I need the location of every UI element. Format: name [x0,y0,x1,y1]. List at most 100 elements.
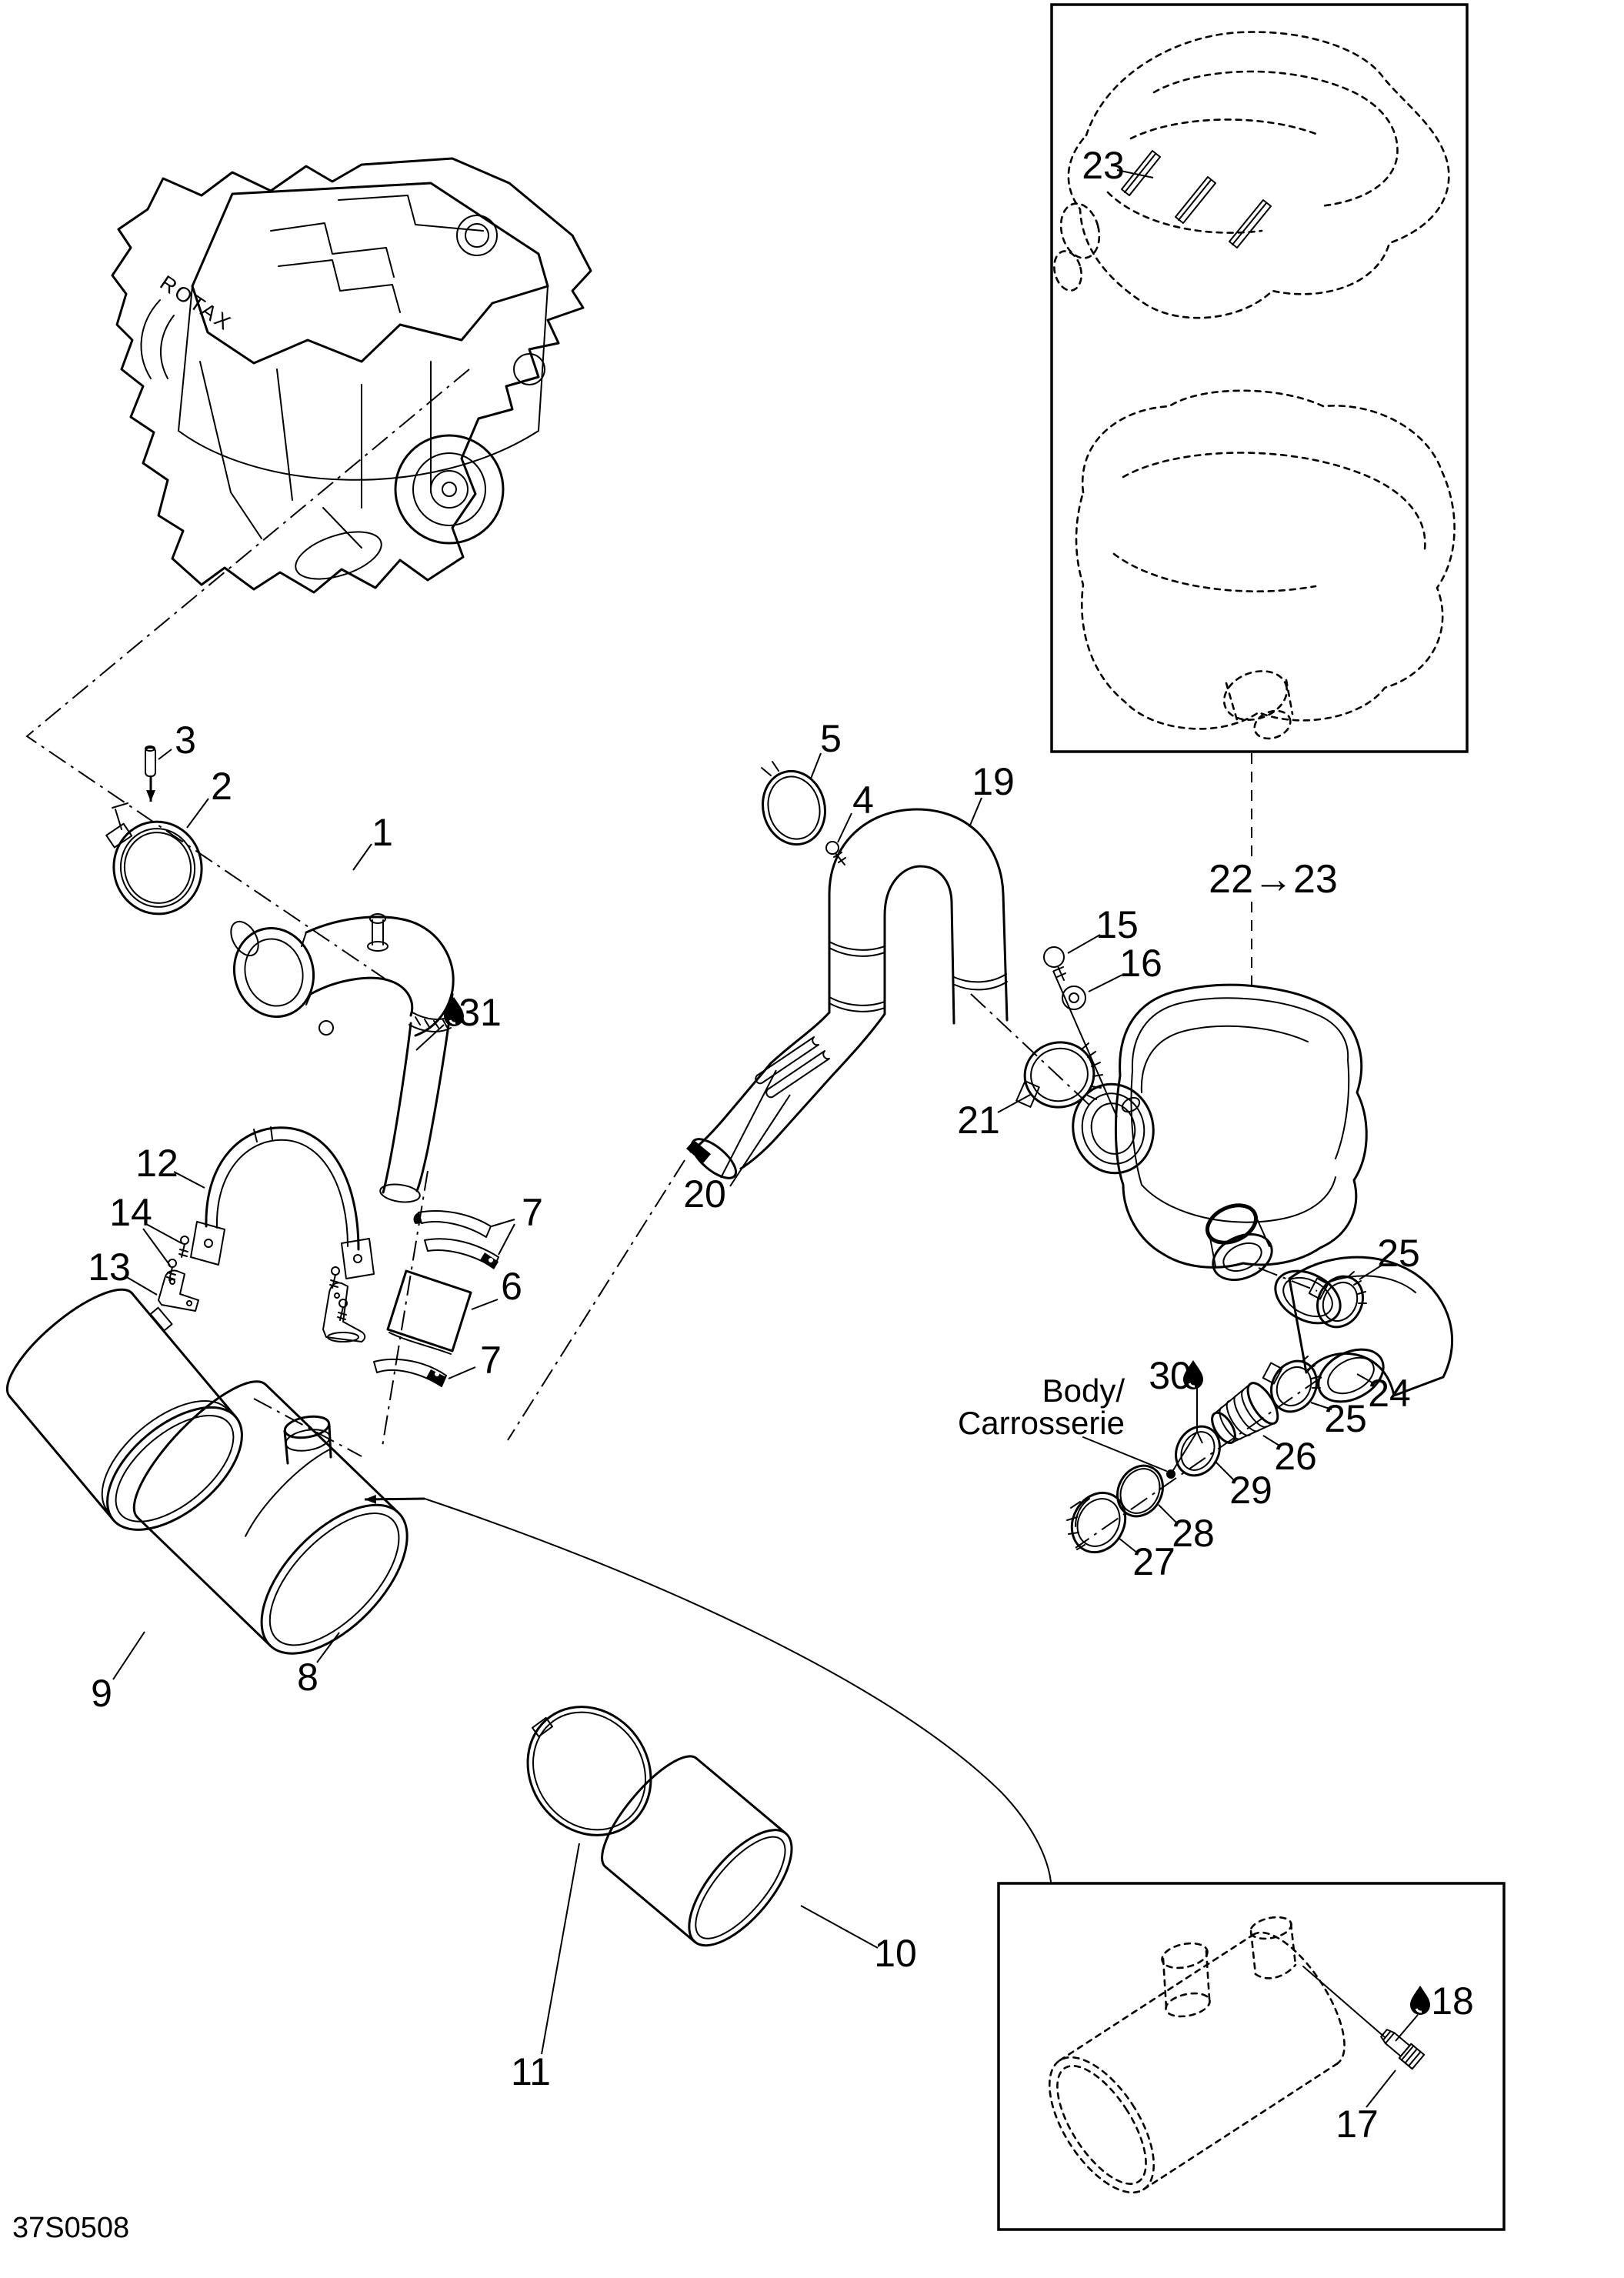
callout-19-leader [969,797,982,828]
callout-23: 23 [1082,144,1154,187]
engine-silhouette [111,157,592,594]
transfer-label-22-23[interactable]: 22→23 [1209,857,1338,902]
callout-number-25[interactable]: 25 [1377,1232,1420,1275]
callout-1-leader [352,843,372,871]
hose-clamp-21 [1015,1041,1103,1109]
callout-number-18[interactable]: 18 [1431,1979,1474,2023]
callout-25: 25 [1310,1397,1367,1440]
callout-19: 19 [969,760,1015,828]
callout-number-21[interactable]: 21 [957,1099,1000,1142]
callout-number-6[interactable]: 6 [501,1265,522,1308]
engine-cover-chevron-3 [338,195,484,232]
pipe19-resonator-axis [970,993,1093,1109]
callout-number-7[interactable]: 7 [480,1339,502,1382]
callout-number-31[interactable]: 31 [459,991,502,1034]
exhaust-sensor-17 [1380,2029,1426,2070]
droplet-highlight [1188,1382,1195,1388]
callout-number-17[interactable]: 17 [1336,2103,1379,2146]
callout-29: 29 [1214,1460,1272,1512]
callout-16: 16 [1088,942,1162,992]
callout-number-26[interactable]: 26 [1274,1435,1317,1478]
callout-2: 2 [186,765,232,829]
body-label-line1: Body/ [1042,1372,1125,1409]
engine-oil-cap-inner [465,223,489,248]
callout-number-27[interactable]: 27 [1132,1540,1175,1583]
o-ring-29 [1175,1425,1221,1477]
callout-number-1[interactable]: 1 [372,811,393,854]
support-bracket-13-left [158,1269,199,1312]
support-strap-12 [190,1126,375,1279]
callout-number-10[interactable]: 10 [874,1932,917,1975]
callout-14: 14 [109,1191,182,1266]
callout-25-leader [1359,1264,1383,1280]
callout-31: 31 [415,991,502,1051]
callout-number-19[interactable]: 19 [972,760,1015,803]
end-cap-10 [601,1755,793,1947]
exhaust-pipe-19 [686,808,1009,1179]
callout-2-leader [186,798,209,829]
callout-24: 24 [1356,1372,1411,1415]
callout-12: 12 [135,1142,205,1189]
engine-oil-cap [456,215,498,256]
callout-number-5[interactable]: 5 [820,717,842,760]
engine-to-clamp-axis [25,369,470,979]
engine-starter [295,531,382,580]
hose-clamp-25-upper [1308,1271,1367,1329]
callout-number-7[interactable]: 7 [522,1191,543,1234]
detail-reference-curve [424,1498,1052,1883]
callout-number-28[interactable]: 28 [1172,1512,1215,1555]
callout-9-leader [112,1631,145,1680]
callout-number-14[interactable]: 14 [109,1191,152,1234]
callout-3: 3 [158,719,196,762]
inset-muffler-top-dashed [1053,31,1450,319]
callout-24-leader [1356,1373,1376,1385]
callout-number-9[interactable]: 9 [91,1672,112,1715]
droplet-highlight [1415,2008,1422,2013]
resonator-muffler-22 [1072,983,1368,1282]
callout-27: 27 [1118,1537,1175,1583]
callout-number-13[interactable]: 13 [88,1246,131,1289]
callout-number-29[interactable]: 29 [1229,1469,1272,1512]
callout-5: 5 [810,717,842,779]
callout-number-4[interactable]: 4 [852,779,874,822]
inset-muffler-sensor-dashed [1048,1916,1426,2194]
center-lines-layer [25,369,1322,1549]
callout-27-leader [1118,1537,1139,1554]
callout-21: 21 [957,1093,1032,1142]
engine-cover-chevron-2 [278,259,401,313]
callout-number-3[interactable]: 3 [175,719,196,762]
lubricant-droplet-icon [1410,1986,1430,2015]
callout-number-24[interactable]: 24 [1368,1372,1411,1415]
doc-number: 37S0508 [12,2212,129,2244]
callout-17-leader [1366,2070,1396,2108]
callout-number-11[interactable]: 11 [511,2050,551,2093]
inset-boxes-layer [997,3,1506,2231]
callout-29-leader [1214,1460,1236,1482]
engine-cover-chevron-1 [270,222,395,278]
callout-number-20[interactable]: 20 [683,1172,726,1216]
callout-number-2[interactable]: 2 [211,765,232,808]
callout-12-leader [173,1171,205,1189]
muffler-8-inlet-stub [283,1415,332,1465]
callout-number-15[interactable]: 15 [1095,903,1139,946]
callout-number-23[interactable]: 23 [1082,144,1125,187]
callout-number-8[interactable]: 8 [297,1656,318,1699]
sensor-location-detail-box [997,1882,1506,2231]
callout-number-25[interactable]: 25 [1324,1397,1367,1440]
support-bracket-13-right [322,1282,366,1342]
inset-stub-left [1161,1942,1211,2018]
callout-number-30[interactable]: 30 [1149,1354,1192,1397]
gasket-strips-23 [1121,150,1272,248]
clamp-ring-11 [526,1706,652,1836]
callout-1: 1 [352,811,393,871]
callout-number-16[interactable]: 16 [1119,942,1162,985]
callout-8-leader [316,1632,340,1663]
callout-18: 18 [1395,1979,1474,2042]
engine-fitting-round [513,353,545,385]
callout-number-12[interactable]: 12 [135,1142,178,1185]
callout-15-leader [1067,934,1101,954]
resonator-outlet-stub [1205,1203,1273,1282]
engine-clutch-center [442,482,457,497]
callout-5-leader [810,752,822,779]
